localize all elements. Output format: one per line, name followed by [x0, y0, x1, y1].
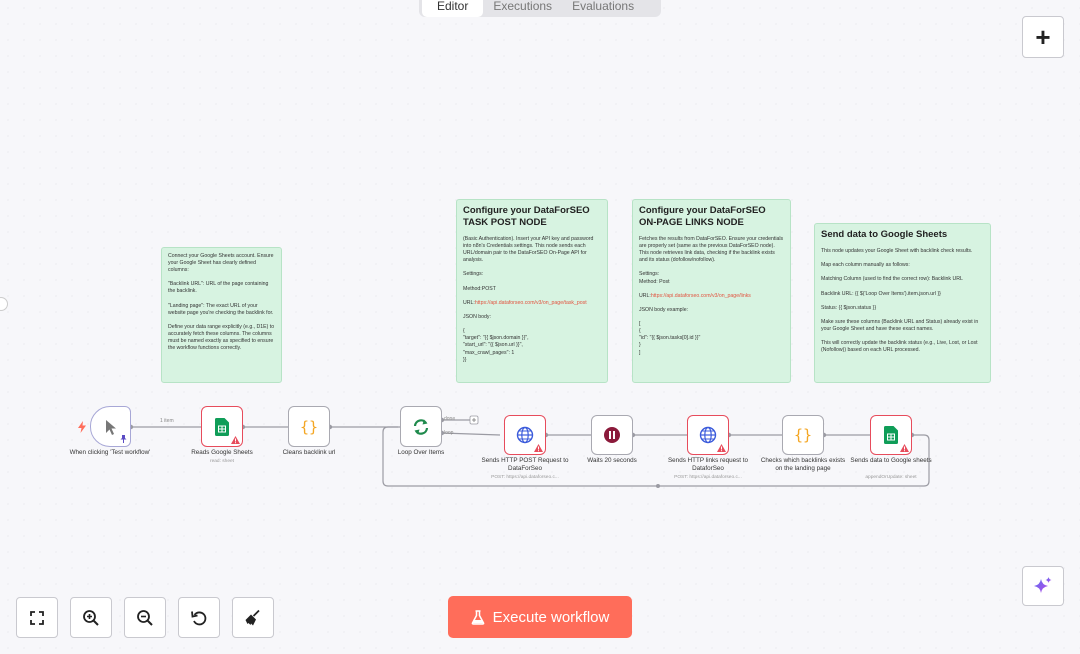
- pause-icon: [604, 427, 620, 443]
- sticky-note-links[interactable]: Configure your DataForSEO ON-PAGE LINKS …: [632, 199, 791, 383]
- node-label: Loop Over Items: [397, 449, 445, 456]
- tidy-up-button[interactable]: [232, 597, 274, 638]
- node-wait[interactable]: [591, 415, 633, 455]
- svg-text:{}: {}: [300, 418, 318, 436]
- plus-icon: +: [1035, 21, 1051, 52]
- node-cleans-backlink-url[interactable]: {}: [288, 406, 330, 447]
- sticky-note-url: https://api.dataforseo.com/v3/on_page/li…: [650, 292, 751, 299]
- code-braces-icon: {}: [794, 426, 812, 444]
- add-node-button[interactable]: +: [1022, 16, 1064, 58]
- sticky-note-text: Fetches the results from DataForSEO. Ens…: [639, 236, 784, 299]
- tab-evaluations[interactable]: Evaluations: [572, 0, 635, 13]
- node-subtitle: read: sheet: [209, 459, 234, 464]
- node-label: When clicking 'Test workflow': [69, 449, 151, 456]
- node-label: Cleans backlink url: [282, 449, 336, 456]
- node-label: Reads Google Sheets: [191, 449, 253, 456]
- warning-icon: [231, 436, 240, 444]
- zoom-in-button[interactable]: [70, 597, 112, 638]
- node-label: Checks which backlinks exists on the lan…: [760, 457, 846, 472]
- execute-workflow-label: Execute workflow: [492, 608, 610, 626]
- sticky-note-sheets[interactable]: Connect your Google Sheets account. Ensu…: [161, 247, 282, 383]
- node-label: Sends data to Google sheets: [850, 457, 932, 464]
- zoom-in-icon: [83, 609, 99, 626]
- tab-editor[interactable]: Editor: [422, 0, 484, 17]
- node-checks-backlinks[interactable]: {}: [782, 415, 824, 455]
- node-label: Sends HTTP links request to DataforSeo: [667, 457, 749, 472]
- google-sheets-icon: [884, 426, 898, 444]
- node-http-post-request[interactable]: [504, 415, 546, 455]
- undo-icon: [191, 610, 207, 625]
- node-manual-trigger[interactable]: [90, 406, 131, 447]
- view-tabs: Editor Executions Evaluations: [419, 0, 661, 17]
- connection-items-label: 1 item: [160, 418, 174, 424]
- sticky-note-task-post[interactable]: Configure your DataForSEO TASK POST NODE…: [456, 199, 608, 383]
- tab-executions[interactable]: Executions: [493, 0, 553, 13]
- globe-icon: [699, 426, 717, 444]
- node-subtitle: appendOrUpdate: sheet: [865, 475, 917, 480]
- sticky-note-title: Configure your DataForSEO ON-PAGE LINKS …: [639, 205, 766, 228]
- zoom-out-icon: [137, 609, 153, 626]
- sticky-note-title: Send data to Google Sheets: [821, 229, 948, 240]
- fit-view-icon: [30, 610, 44, 625]
- broom-icon: [245, 609, 260, 625]
- pin-icon: [120, 435, 127, 443]
- warning-icon: [534, 444, 543, 452]
- sticky-note-title: Configure your DataForSEO TASK POST NODE: [463, 205, 590, 228]
- sticky-note-text: Connect your Google Sheets account. Ensu…: [168, 253, 275, 352]
- node-label: Waits 20 seconds: [587, 457, 637, 464]
- sticky-note-text: This node updates your Google Sheet with…: [821, 248, 979, 354]
- node-label: Sends HTTP POST Request to DataForSeo: [481, 457, 569, 472]
- sticky-note-text: JSON body: { "target": "{{ $json.domain …: [463, 314, 529, 363]
- lightning-icon: [78, 421, 86, 433]
- node-subtitle: POST: https://api.dataforseo.c...: [674, 475, 742, 480]
- warning-icon: [717, 444, 726, 452]
- ai-assistant-button[interactable]: [1022, 566, 1064, 606]
- node-subtitle: POST: https://api.dataforseo.c...: [491, 475, 559, 480]
- sticky-note-text: JSON body example: [ { "id": "{{ $json.t…: [639, 306, 701, 356]
- node-http-links-request[interactable]: [687, 415, 729, 455]
- sticky-note-url: https://api.dataforseo.com/v3/on_page/ta…: [474, 299, 587, 306]
- node-sends-google-sheets[interactable]: [870, 415, 912, 455]
- flask-icon: [471, 609, 485, 625]
- connection-loop-label: loop: [444, 430, 454, 436]
- sparkle-icon: [1034, 577, 1052, 593]
- reset-zoom-button[interactable]: [178, 597, 220, 638]
- connection-done-label: done: [444, 416, 456, 422]
- node-loop-over-items[interactable]: [400, 406, 442, 447]
- code-braces-icon: {}: [300, 418, 318, 436]
- fit-view-button[interactable]: [16, 597, 58, 638]
- sticky-note-text: (Basic Authentication). Insert your API …: [463, 236, 594, 306]
- zoom-out-button[interactable]: [124, 597, 166, 638]
- sticky-note-send[interactable]: Send data to Google Sheets This node upd…: [814, 223, 991, 383]
- execute-workflow-button[interactable]: Execute workflow: [448, 596, 632, 638]
- google-sheets-icon: [215, 417, 229, 436]
- svg-text:{}: {}: [794, 426, 812, 444]
- warning-icon: [900, 444, 909, 452]
- cursor-icon: [105, 419, 116, 435]
- globe-icon: [516, 426, 534, 444]
- loop-icon: [413, 418, 429, 435]
- node-reads-google-sheets[interactable]: [201, 406, 243, 447]
